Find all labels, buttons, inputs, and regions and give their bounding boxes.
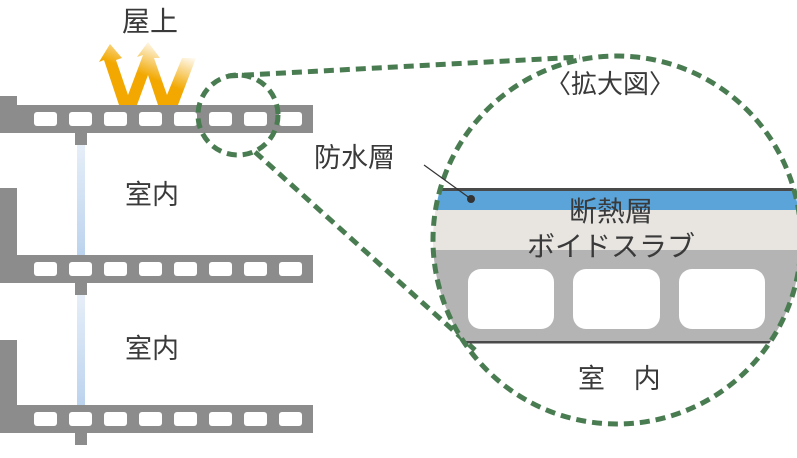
void-hollow: [468, 269, 554, 329]
leader-dot-icon: [467, 195, 475, 203]
slab-void: [174, 412, 197, 426]
slab-void: [69, 262, 92, 276]
slab-void: [279, 262, 302, 276]
sash-stub: [75, 133, 87, 145]
slab-void: [34, 112, 57, 126]
roof-slab: [0, 96, 313, 145]
highlight-circle: [195, 72, 281, 158]
bottom-slab: [0, 340, 313, 445]
insulation-layer-label: 断熱層: [569, 195, 654, 228]
connector-line-bottom: [253, 150, 477, 352]
building-section: [0, 96, 313, 445]
void-hollow: [679, 269, 765, 329]
slab-void: [104, 262, 127, 276]
indoor-label-upper: 室内: [125, 180, 179, 211]
indoor-label-lower: 室内: [125, 334, 179, 365]
sash-stub: [75, 283, 87, 295]
zoom-detail: [433, 188, 797, 344]
zoom-title: 〈拡大図〉: [545, 70, 676, 100]
slab-void: [209, 412, 232, 426]
top-edge-line: [433, 188, 797, 191]
slab-void: [174, 112, 197, 126]
void-hollow: [573, 269, 660, 329]
slab-void: [104, 112, 127, 126]
roof-slab-voids: [34, 112, 302, 126]
zoom-indoor-label: 室 内: [578, 364, 671, 395]
window-glass-lower: [77, 295, 85, 405]
slab-void: [139, 112, 162, 126]
waterproof-layer-label: 防水層: [314, 143, 395, 174]
slab-void: [209, 112, 232, 126]
middle-slab-voids: [34, 262, 302, 276]
zoom-circle: [430, 53, 797, 427]
bottom-edge-line: [433, 341, 797, 344]
void-slab-label: ボイドスラブ: [527, 230, 696, 263]
slab-void: [104, 412, 127, 426]
slab-void: [244, 112, 267, 126]
window-glass-upper: [77, 145, 85, 255]
slab-void: [279, 112, 302, 126]
rooftop-label: 屋上: [122, 5, 179, 38]
waterproof-layer: [433, 191, 797, 210]
slab-void: [209, 262, 232, 276]
leader-line: [423, 164, 472, 200]
slab-void: [174, 262, 197, 276]
slab-void: [34, 412, 57, 426]
slab-void: [139, 412, 162, 426]
sash-stub: [75, 433, 87, 445]
slab-void: [279, 412, 302, 426]
slab-void: [69, 112, 92, 126]
insulation-layer: [433, 210, 797, 250]
slab-void: [69, 412, 92, 426]
slab-void: [244, 262, 267, 276]
bottom-slab-voids: [34, 412, 302, 426]
slab-void: [244, 412, 267, 426]
middle-slab: [0, 188, 313, 295]
slab-void: [34, 262, 57, 276]
connector-line-top: [227, 54, 581, 79]
heat-radiation-arrows-icon: [99, 42, 196, 105]
slab-void: [139, 262, 162, 276]
